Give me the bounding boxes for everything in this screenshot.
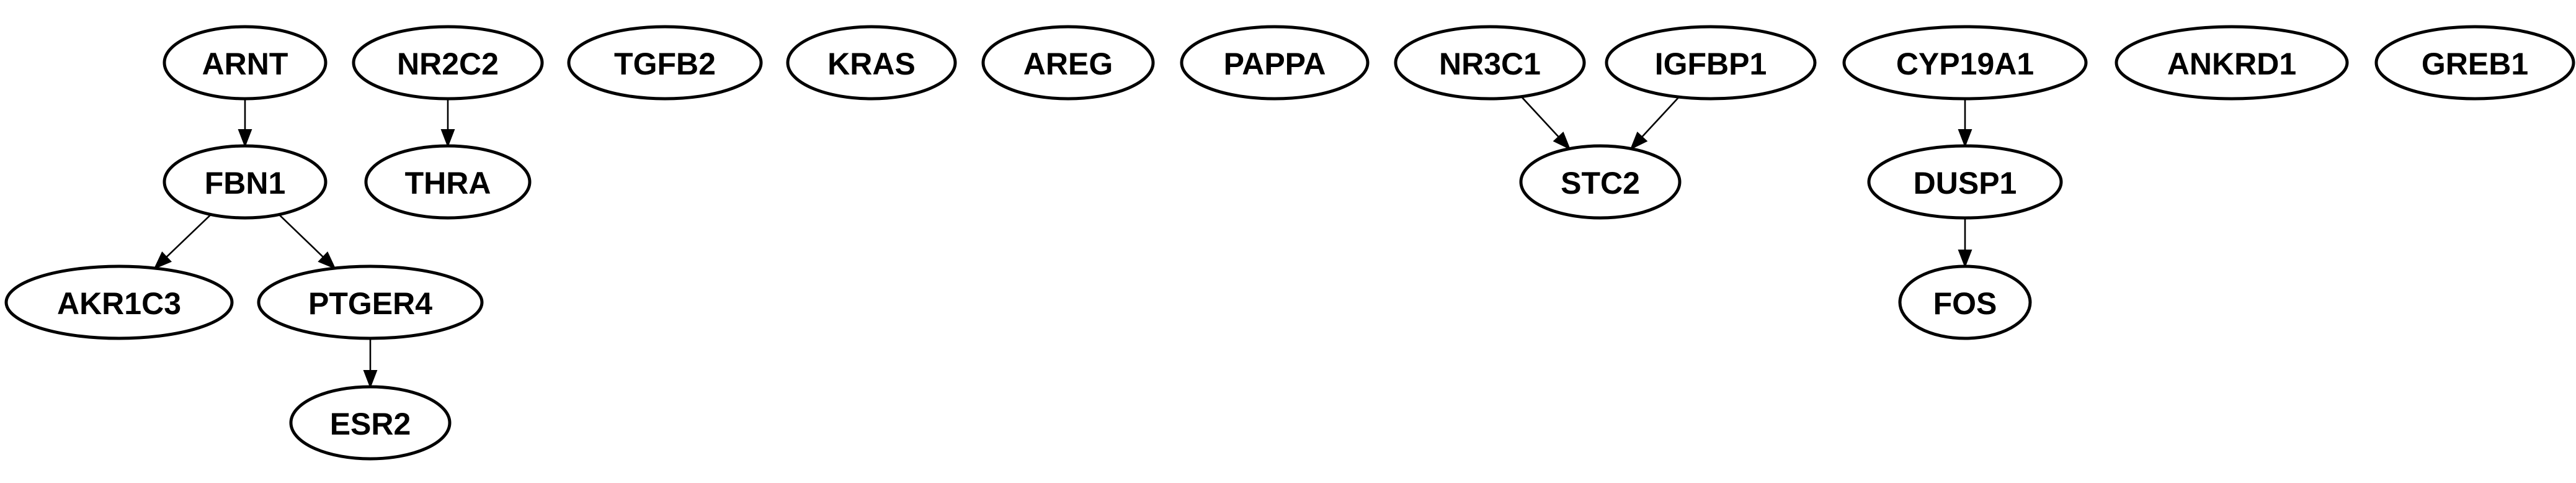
node-ellipse <box>786 25 957 101</box>
node-label: NR2C2 <box>397 47 499 81</box>
arrowhead-icon <box>440 129 455 148</box>
edge-fbn1-to-akr1c3 <box>153 214 212 269</box>
node-ellipse <box>1605 25 1817 101</box>
node-stc2: STC2 <box>1519 144 1682 220</box>
edge-line <box>1641 96 1680 138</box>
node-nr3c1: NR3C1 <box>1394 25 1586 101</box>
node-areg: AREG <box>981 25 1155 101</box>
node-ellipse <box>163 144 328 220</box>
node-ellipse <box>1519 144 1682 220</box>
edge-arnt-to-fbn1 <box>238 99 252 148</box>
node-label: IGFBP1 <box>1655 47 1767 81</box>
node-label: THRA <box>405 166 491 201</box>
node-label: CYP19A1 <box>1896 47 2034 81</box>
node-label: KRAS <box>827 47 916 81</box>
arrowhead-icon <box>1553 131 1571 150</box>
edge-ptger4-to-esr2 <box>363 338 378 389</box>
node-ellipse <box>2374 25 2575 101</box>
node-label: ARNT <box>202 47 288 81</box>
node-ellipse <box>1180 25 1370 101</box>
node-pappa: PAPPA <box>1180 25 1370 101</box>
node-label: PAPPA <box>1224 47 1326 81</box>
arrowhead-icon <box>318 251 336 269</box>
node-ellipse <box>289 385 452 461</box>
node-fos: FOS <box>1898 264 2032 340</box>
node-greb1: GREB1 <box>2374 25 2575 101</box>
node-label: DUSP1 <box>1914 166 2017 201</box>
node-arnt: ARNT <box>163 25 328 101</box>
edge-dusp1-to-fos <box>1958 218 1972 268</box>
node-thra: THRA <box>364 144 532 220</box>
node-label: FBN1 <box>205 166 286 201</box>
node-label: AREG <box>1023 47 1113 81</box>
node-ellipse <box>1898 264 2032 340</box>
arrowhead-icon <box>153 251 172 269</box>
node-label: FOS <box>1933 286 1997 321</box>
edge-nr3c1-to-stc2 <box>1520 96 1571 150</box>
edge-line <box>1520 96 1559 138</box>
node-ellipse <box>257 264 484 340</box>
node-label: ESR2 <box>330 407 411 441</box>
node-igfbp1: IGFBP1 <box>1605 25 1817 101</box>
node-esr2: ESR2 <box>289 385 452 461</box>
node-nr2c2: NR2C2 <box>352 25 544 101</box>
arrowhead-icon <box>238 129 252 148</box>
node-ellipse <box>163 25 328 101</box>
node-ellipse <box>2115 25 2349 101</box>
arrowhead-icon <box>1958 250 1972 268</box>
node-label: NR3C1 <box>1439 47 1541 81</box>
nodes-layer: ARNT NR2C2 TGFB2 KRAS AREG PAPPA NR3C1 IGFBP1 CY… <box>4 25 2575 461</box>
node-ankrd1: ANKRD1 <box>2115 25 2349 101</box>
node-label: ANKRD1 <box>2167 47 2296 81</box>
edge-fbn1-to-ptger4 <box>278 214 336 269</box>
edge-line <box>278 214 324 258</box>
node-label: TGFB2 <box>614 47 716 81</box>
node-label: PTGER4 <box>308 286 432 321</box>
node-kras: KRAS <box>786 25 957 101</box>
node-ellipse <box>352 25 544 101</box>
node-cyp19a1: CYP19A1 <box>1842 25 2088 101</box>
node-label: AKR1C3 <box>57 286 181 321</box>
node-ellipse <box>1867 144 2063 220</box>
node-ptger4: PTGER4 <box>257 264 484 340</box>
edges-layer <box>153 96 1972 389</box>
node-ellipse <box>364 144 532 220</box>
node-fbn1: FBN1 <box>163 144 328 220</box>
node-tgfb2: TGFB2 <box>567 25 763 101</box>
node-akr1c3: AKR1C3 <box>4 264 234 340</box>
node-ellipse <box>4 264 234 340</box>
edge-line <box>166 214 212 258</box>
edge-cyp19a1-to-dusp1 <box>1958 99 1972 148</box>
edge-nr2c2-to-thra <box>440 99 455 148</box>
arrowhead-icon <box>363 370 378 389</box>
arrowhead-icon <box>1629 131 1648 150</box>
node-ellipse <box>1842 25 2088 101</box>
node-label: STC2 <box>1561 166 1640 201</box>
node-label: GREB1 <box>2422 47 2528 81</box>
node-dusp1: DUSP1 <box>1867 144 2063 220</box>
node-ellipse <box>1394 25 1586 101</box>
arrowhead-icon <box>1958 129 1972 148</box>
node-ellipse <box>567 25 763 101</box>
edge-igfbp1-to-stc2 <box>1629 96 1680 150</box>
node-ellipse <box>981 25 1155 101</box>
